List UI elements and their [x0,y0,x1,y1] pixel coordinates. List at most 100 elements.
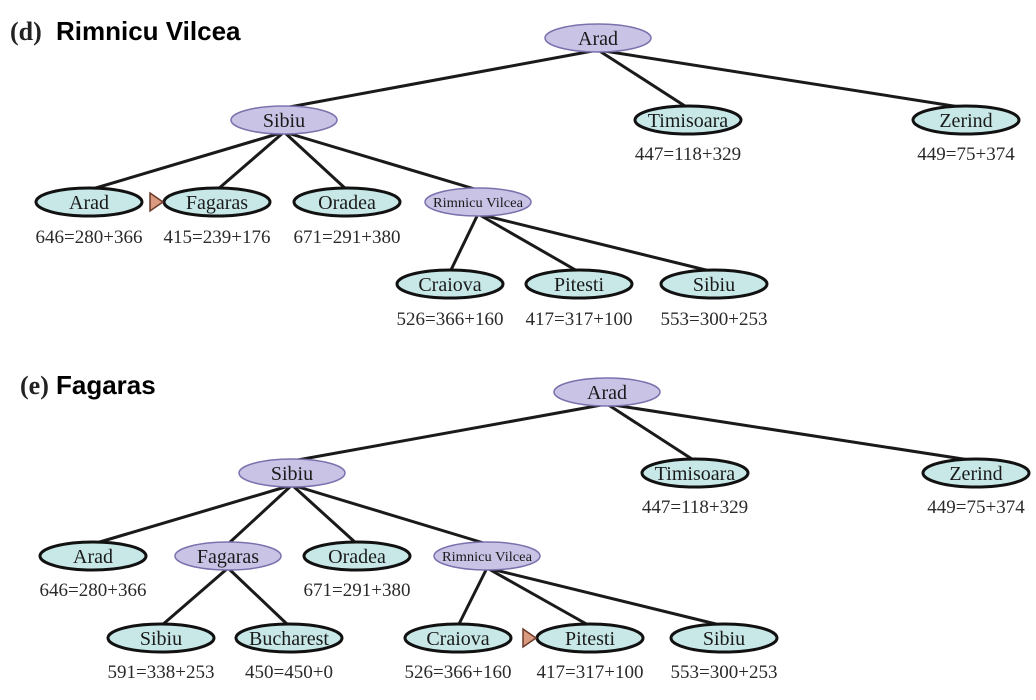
f-value-label: 591=338+253 [108,662,215,683]
tree-edge [226,566,291,628]
node-label: Oradea [318,192,376,214]
node-arad: Arad 646=280+366 [34,186,144,248]
node-label: Fagaras [186,192,248,214]
expanded-node-ellipse [553,377,661,407]
tree-edge [476,212,716,274]
node-label: Arad [578,28,618,50]
frontier-node-ellipse [38,540,148,572]
expanded-node-ellipse [174,541,282,571]
node-craiova: Craiova 526=366+160 [403,622,513,683]
node-label: Pitesti [554,274,604,296]
f-value-label: 671=291+380 [304,580,411,601]
expanded-node-ellipse [544,23,652,53]
node-label: Pitesti [565,628,615,650]
node-label: Arad [69,192,109,214]
tree-edge [290,483,489,546]
frontier-node-ellipse [106,622,216,654]
frontier-node-ellipse [292,186,402,218]
node-sibiu: Sibiu 591=338+253 [106,622,216,683]
f-value-label: 447=118+329 [642,497,748,518]
next-expansion-marker-icon [149,191,165,213]
node-label: Sibiu [703,628,745,650]
expanded-node-ellipse [238,458,346,488]
f-value-label: 417=317+100 [526,309,633,330]
tree-edge [282,130,480,192]
frontier-node-ellipse [395,268,505,300]
f-value-label: 417=317+100 [537,662,644,683]
frontier-node-ellipse [659,268,769,300]
f-value-label: 415=239+176 [164,227,271,248]
tree-edge [456,566,489,628]
f-value-label: 646=280+366 [36,227,143,248]
node-label: Sibiu [140,628,182,650]
frontier-node-ellipse [234,622,344,654]
node-pitesti: Pitesti 417=317+100 [524,268,634,330]
node-fagaras: Fagaras [174,541,282,571]
f-value-label: 553=300+253 [661,309,768,330]
node-rimnicu-vilcea: Rimnicu Vilcea [433,541,541,571]
node-sibiu: Sibiu 553=300+253 [659,268,769,330]
tree-edge [282,130,349,192]
frontier-node-ellipse [302,540,412,572]
tree-edge [605,402,978,463]
frontier-node-ellipse [640,457,750,489]
node-label: Timisoara [648,110,729,132]
tree-edge [290,402,609,463]
tree-edge [605,402,697,463]
tree-edge [596,48,968,110]
node-label: Fagaras [197,546,259,568]
tree-edge [476,212,581,274]
f-value-label: 449=75+374 [927,497,1025,518]
node-fagaras: Fagaras 415=239+176 [149,186,272,248]
node-timisoara: Timisoara 447=118+329 [633,104,743,165]
panel-title: Fagaras [56,370,156,400]
node-label: Sibiu [271,463,313,485]
tree-edge [596,48,690,110]
frontier-node-ellipse [34,186,144,218]
tree-edge [448,212,480,274]
frontier-node-ellipse [921,457,1031,489]
expanded-node-ellipse [424,187,532,217]
node-rimnicu-vilcea: Rimnicu Vilcea [424,187,532,217]
f-value-label: 553=300+253 [671,662,778,683]
tree-edge [290,483,359,546]
node-sibiu: Sibiu 553=300+253 [669,622,779,683]
node-sibiu: Sibiu [230,105,338,135]
frontier-node-ellipse [669,622,779,654]
panel-letter: (e) [20,371,49,400]
node-label: Rimnicu Vilcea [442,550,533,565]
frontier-node-ellipse [403,622,513,654]
node-label: Rimnicu Vilcea [433,196,524,211]
tree-edge [485,566,726,628]
tree-edge [485,566,592,628]
node-label: Zerind [939,110,992,132]
f-value-label: 450=450+0 [245,662,333,683]
f-value-label: 526=366+160 [397,309,504,330]
f-value-label: 526=366+160 [405,662,512,683]
tree-edge [91,483,294,546]
expanded-node-ellipse [433,541,541,571]
node-label: Zerind [949,463,1002,485]
f-value-label: 646=280+366 [40,580,147,601]
tree-edge [282,48,600,110]
node-arad: Arad [544,23,652,53]
node-label: Craiova [426,628,489,650]
tree-edge [226,483,294,546]
f-value-label: 447=118+329 [635,144,741,165]
tree-edge [87,130,286,192]
frontier-node-ellipse [911,104,1021,136]
node-pitesti: Pitesti 417=317+100 [522,622,645,683]
node-arad: Arad [553,377,661,407]
expanded-node-ellipse [230,105,338,135]
node-label: Sibiu [693,274,735,296]
